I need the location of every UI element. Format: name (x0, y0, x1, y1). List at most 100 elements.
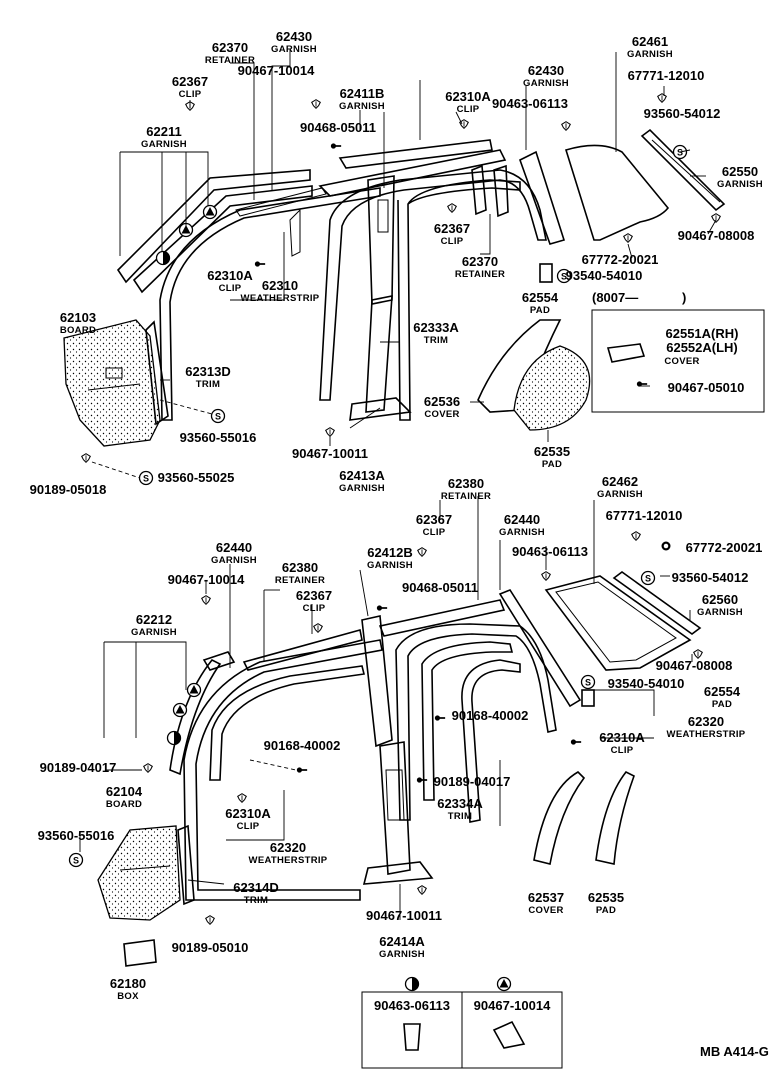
clip-icon (311, 99, 321, 109)
garnish-62430 (519, 150, 566, 245)
pad-62554-lower (581, 689, 595, 707)
clip-icon (417, 885, 427, 895)
leader-lines-bottom (79, 496, 693, 920)
part-number: 62536 (424, 394, 460, 409)
label-p93560_55016b: 93560-55016 (38, 828, 115, 843)
part-number: 93560-55025 (158, 470, 235, 485)
inset-label: (8007— (592, 290, 638, 305)
part-number: 93560-55016 (180, 430, 257, 445)
part-name: PAD (712, 699, 732, 710)
screw-icon (330, 142, 342, 150)
part-number: 62440 (504, 512, 540, 527)
clip-icon (237, 793, 247, 803)
rear-door-weatherstrip (319, 169, 547, 401)
clip-icon (631, 531, 641, 541)
label-p90468_05011b: 90468-05011 (402, 580, 478, 595)
part-number: 62535 (588, 890, 624, 905)
screw-icon (376, 604, 388, 612)
clip-icon (693, 649, 703, 659)
label-p90468_05011a: 90468-05011 (300, 120, 376, 135)
part-number: 90463-06113 (492, 96, 568, 111)
part-number: 93560-54012 (672, 570, 749, 585)
label-p93540_54010a: 93540-54010 (566, 268, 643, 283)
part-number: 62320 (688, 714, 724, 729)
part-number: 62367 (296, 588, 332, 603)
clip-icon (711, 213, 721, 223)
screw-icon (570, 738, 582, 746)
label-p90463_06113b: 90463-06113 (512, 544, 588, 559)
part-name: RETAINER (455, 269, 505, 280)
part-number: 67772-20021 (582, 252, 659, 267)
label-layer: 62370RETAINER62430GARNISH90467-100146236… (30, 29, 769, 1059)
part-number: 93540-54010 (608, 676, 685, 691)
part-number: 62367 (416, 512, 452, 527)
part-name: GARNISH (597, 489, 643, 500)
label-p90467_10011a: 90467-10011 (292, 446, 368, 461)
legend-half-circle-icon (404, 976, 420, 992)
part-number: 93560-55016 (38, 828, 115, 843)
part-name: GARNISH (339, 101, 385, 112)
part-number: 62430 (528, 63, 564, 78)
clip-icon (657, 93, 667, 103)
s-symbol-icon (640, 570, 656, 586)
part-name: GARNISH (697, 607, 743, 618)
label-p93560_55016a: 93560-55016 (180, 430, 257, 445)
label-p62552: 62552A(LH) (666, 340, 738, 355)
retainer-62370 (235, 187, 327, 217)
leader-lines-top (91, 50, 717, 479)
trim-62314d (177, 824, 195, 906)
part-number: 62310A (445, 89, 491, 104)
center-pillar-62411b (349, 175, 412, 421)
part-name: CLIP (179, 89, 202, 100)
label-p93540_54010b: 93540-54010 (608, 676, 685, 691)
part-number: 90189-05010 (172, 940, 249, 955)
label-p90467_05010: 90467-05010 (668, 380, 745, 395)
part-name: GARNISH (131, 627, 177, 638)
label-p90467_10014a: 90467-10014 (238, 63, 315, 78)
part-number: 67771-12010 (628, 68, 705, 83)
part-name: GARNISH (499, 527, 545, 538)
screw-icon (296, 766, 308, 774)
garnish-62462 (544, 575, 692, 671)
part-number: 62380 (448, 476, 484, 491)
legend-triangle-part: 90467-10014 (474, 998, 551, 1013)
label-p90463_06113a: 90463-06113 (492, 96, 568, 111)
label-p93560_55025: 93560-55025 (158, 470, 235, 485)
label-p90189_05018: 90189-05018 (30, 482, 107, 497)
legend-clip-drawing (403, 1023, 421, 1051)
triangle-symbol (186, 682, 202, 698)
part-number: 62310A (225, 806, 271, 821)
part-name: WEATHERSTRIP (241, 293, 320, 304)
part-number: 90168-40002 (452, 708, 529, 723)
clip-icon (447, 203, 457, 213)
part-name: BOX (117, 991, 139, 1002)
part-number: 93560-54012 (644, 106, 721, 121)
part-number: 67771-12010 (606, 508, 683, 523)
part-number: 62180 (110, 976, 146, 991)
legend-box (361, 976, 563, 1069)
label-p90467_08008b: 90467-08008 (656, 658, 733, 673)
board-62104 (97, 825, 181, 921)
part-name: PAD (542, 459, 562, 470)
part-number: 62554 (522, 290, 559, 305)
part-name: TRIM (196, 379, 220, 390)
part-number: 62211 (146, 124, 181, 139)
inset-label-close: ) (682, 290, 686, 305)
clip-icon (561, 121, 571, 131)
clip-icon (417, 547, 427, 557)
